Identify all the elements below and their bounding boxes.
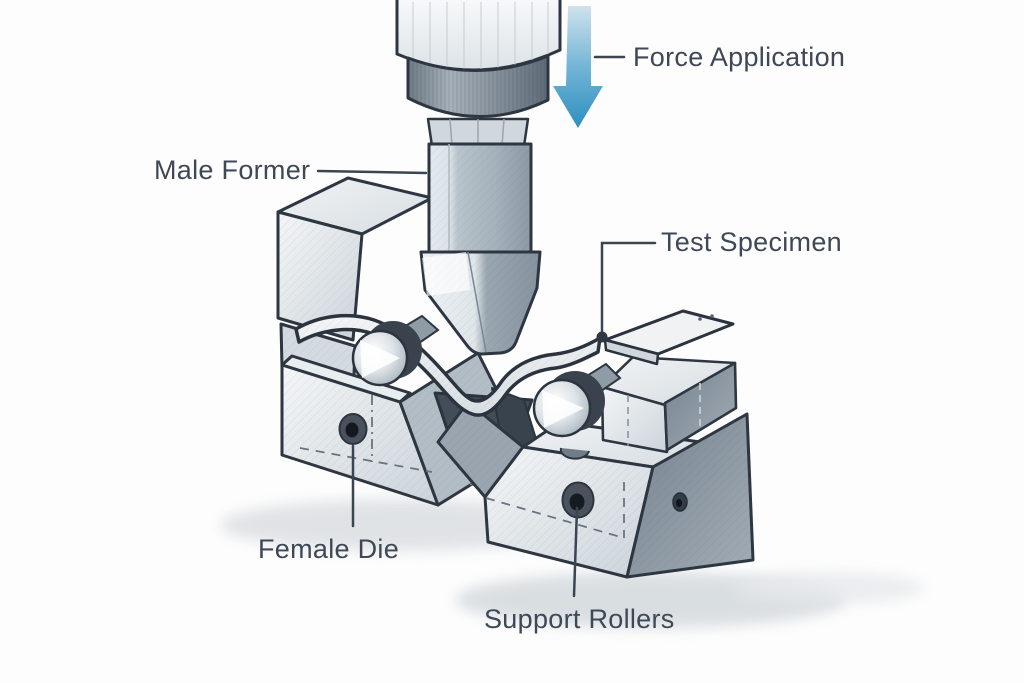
clamp-block: [600, 355, 738, 454]
right-die-side-hole: [672, 492, 688, 512]
leader-test-specimen-dot: [596, 331, 608, 343]
test-specimen-strip: [294, 309, 735, 417]
support-roller-left: [351, 321, 422, 387]
force-arrow-icon: [553, 6, 603, 128]
male-former-punch: [395, 0, 562, 356]
label-support-rollers: Support Rollers: [484, 604, 675, 634]
support-roller-right: [532, 371, 605, 438]
leader-support-rollers: [572, 506, 579, 598]
leader-male-former: [316, 169, 428, 175]
leader-test-specimen: [600, 241, 657, 333]
leader-lines: [316, 55, 657, 598]
label-test-specimen: Test Specimen: [661, 227, 842, 257]
label-female-die: Female Die: [258, 534, 400, 564]
label-force-application: Force Application: [633, 42, 846, 72]
female-die-hole: [338, 413, 368, 445]
support-roller-hole: [561, 481, 595, 519]
label-male-former: Male Former: [154, 155, 311, 185]
right-die-hidden-lines: [485, 482, 625, 539]
right-die-block: [436, 400, 755, 579]
